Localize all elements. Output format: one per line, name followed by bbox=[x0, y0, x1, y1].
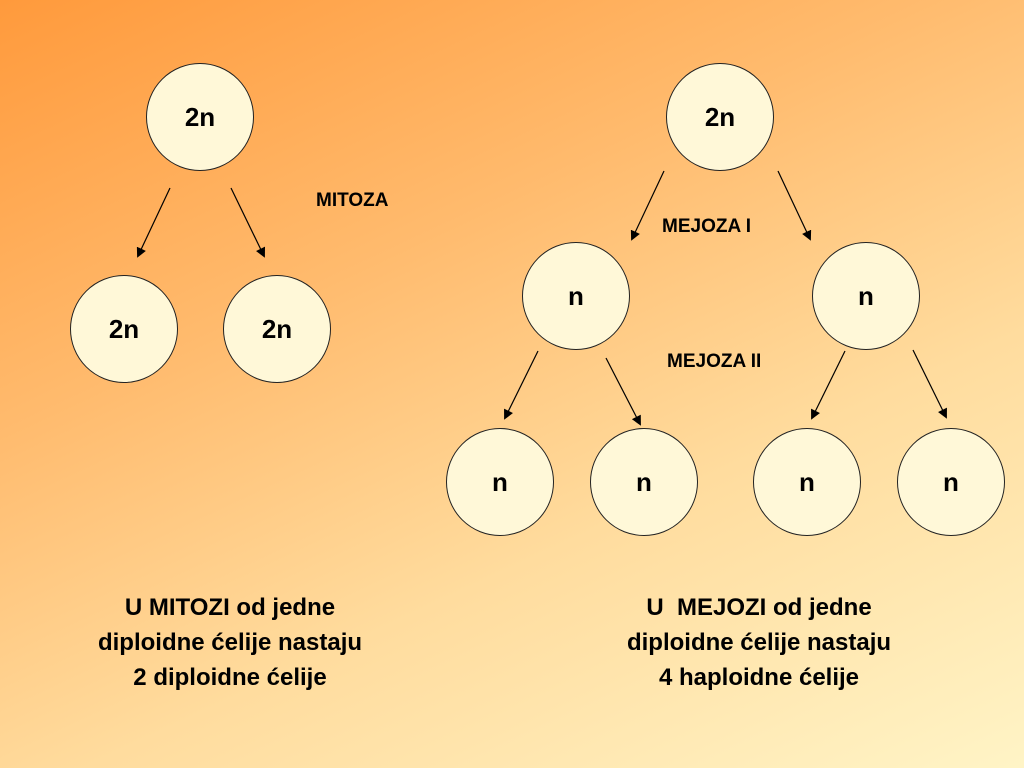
meiosis1-arrow-right bbox=[777, 170, 812, 241]
meiosis2-cell-2: n bbox=[590, 428, 698, 536]
meiosis2-cell-1: n bbox=[446, 428, 554, 536]
mitosis-summary-line-2: diploidne ćelije nastaju bbox=[97, 629, 363, 656]
mitosis-summary-line-3: 2 diploidne ćelije bbox=[133, 664, 327, 691]
mitosis-summary: U MITOZI od jedne diploidne ćelije nasta… bbox=[50, 590, 410, 695]
meiosis2-label: MEJOZA II bbox=[667, 351, 762, 372]
meiosis2-cell-4: n bbox=[897, 428, 1005, 536]
mitosis-summary-line-1: U MITOZI od jedne bbox=[124, 594, 336, 621]
meiosis1-cell-1: n bbox=[522, 242, 630, 350]
mitosis-arrow-right bbox=[230, 187, 266, 258]
meiosis1-label: MEJOZA I bbox=[662, 216, 752, 237]
meiosis1-arrow-left bbox=[630, 170, 665, 241]
meiosis-summary-line-1: U MEJOZI od jedne bbox=[646, 594, 872, 621]
mitosis-arrow-left bbox=[136, 187, 171, 258]
meiosis2-cell-3: n bbox=[753, 428, 861, 536]
meiosis-summary: U MEJOZI od jedne diploidne ćelije nasta… bbox=[579, 590, 939, 695]
meiosis-summary-line-3: 4 haploidne ćelije bbox=[658, 664, 860, 691]
meiosis-summary-line-2: diploidne ćelije nastaju bbox=[626, 629, 892, 656]
mitosis-daughter-cell-1: 2n bbox=[70, 275, 178, 383]
meiosis-parent-cell: 2n bbox=[666, 63, 774, 171]
meiosis2-arrow-4 bbox=[912, 349, 947, 419]
mitosis-label: MITOZA bbox=[316, 190, 389, 211]
meiosis2-arrow-2 bbox=[605, 357, 641, 426]
meiosis2-arrow-3 bbox=[811, 350, 846, 420]
meiosis2-arrow-1 bbox=[504, 350, 539, 420]
mitosis-daughter-cell-2: 2n bbox=[223, 275, 331, 383]
meiosis1-cell-2: n bbox=[812, 242, 920, 350]
mitosis-parent-cell: 2n bbox=[146, 63, 254, 171]
